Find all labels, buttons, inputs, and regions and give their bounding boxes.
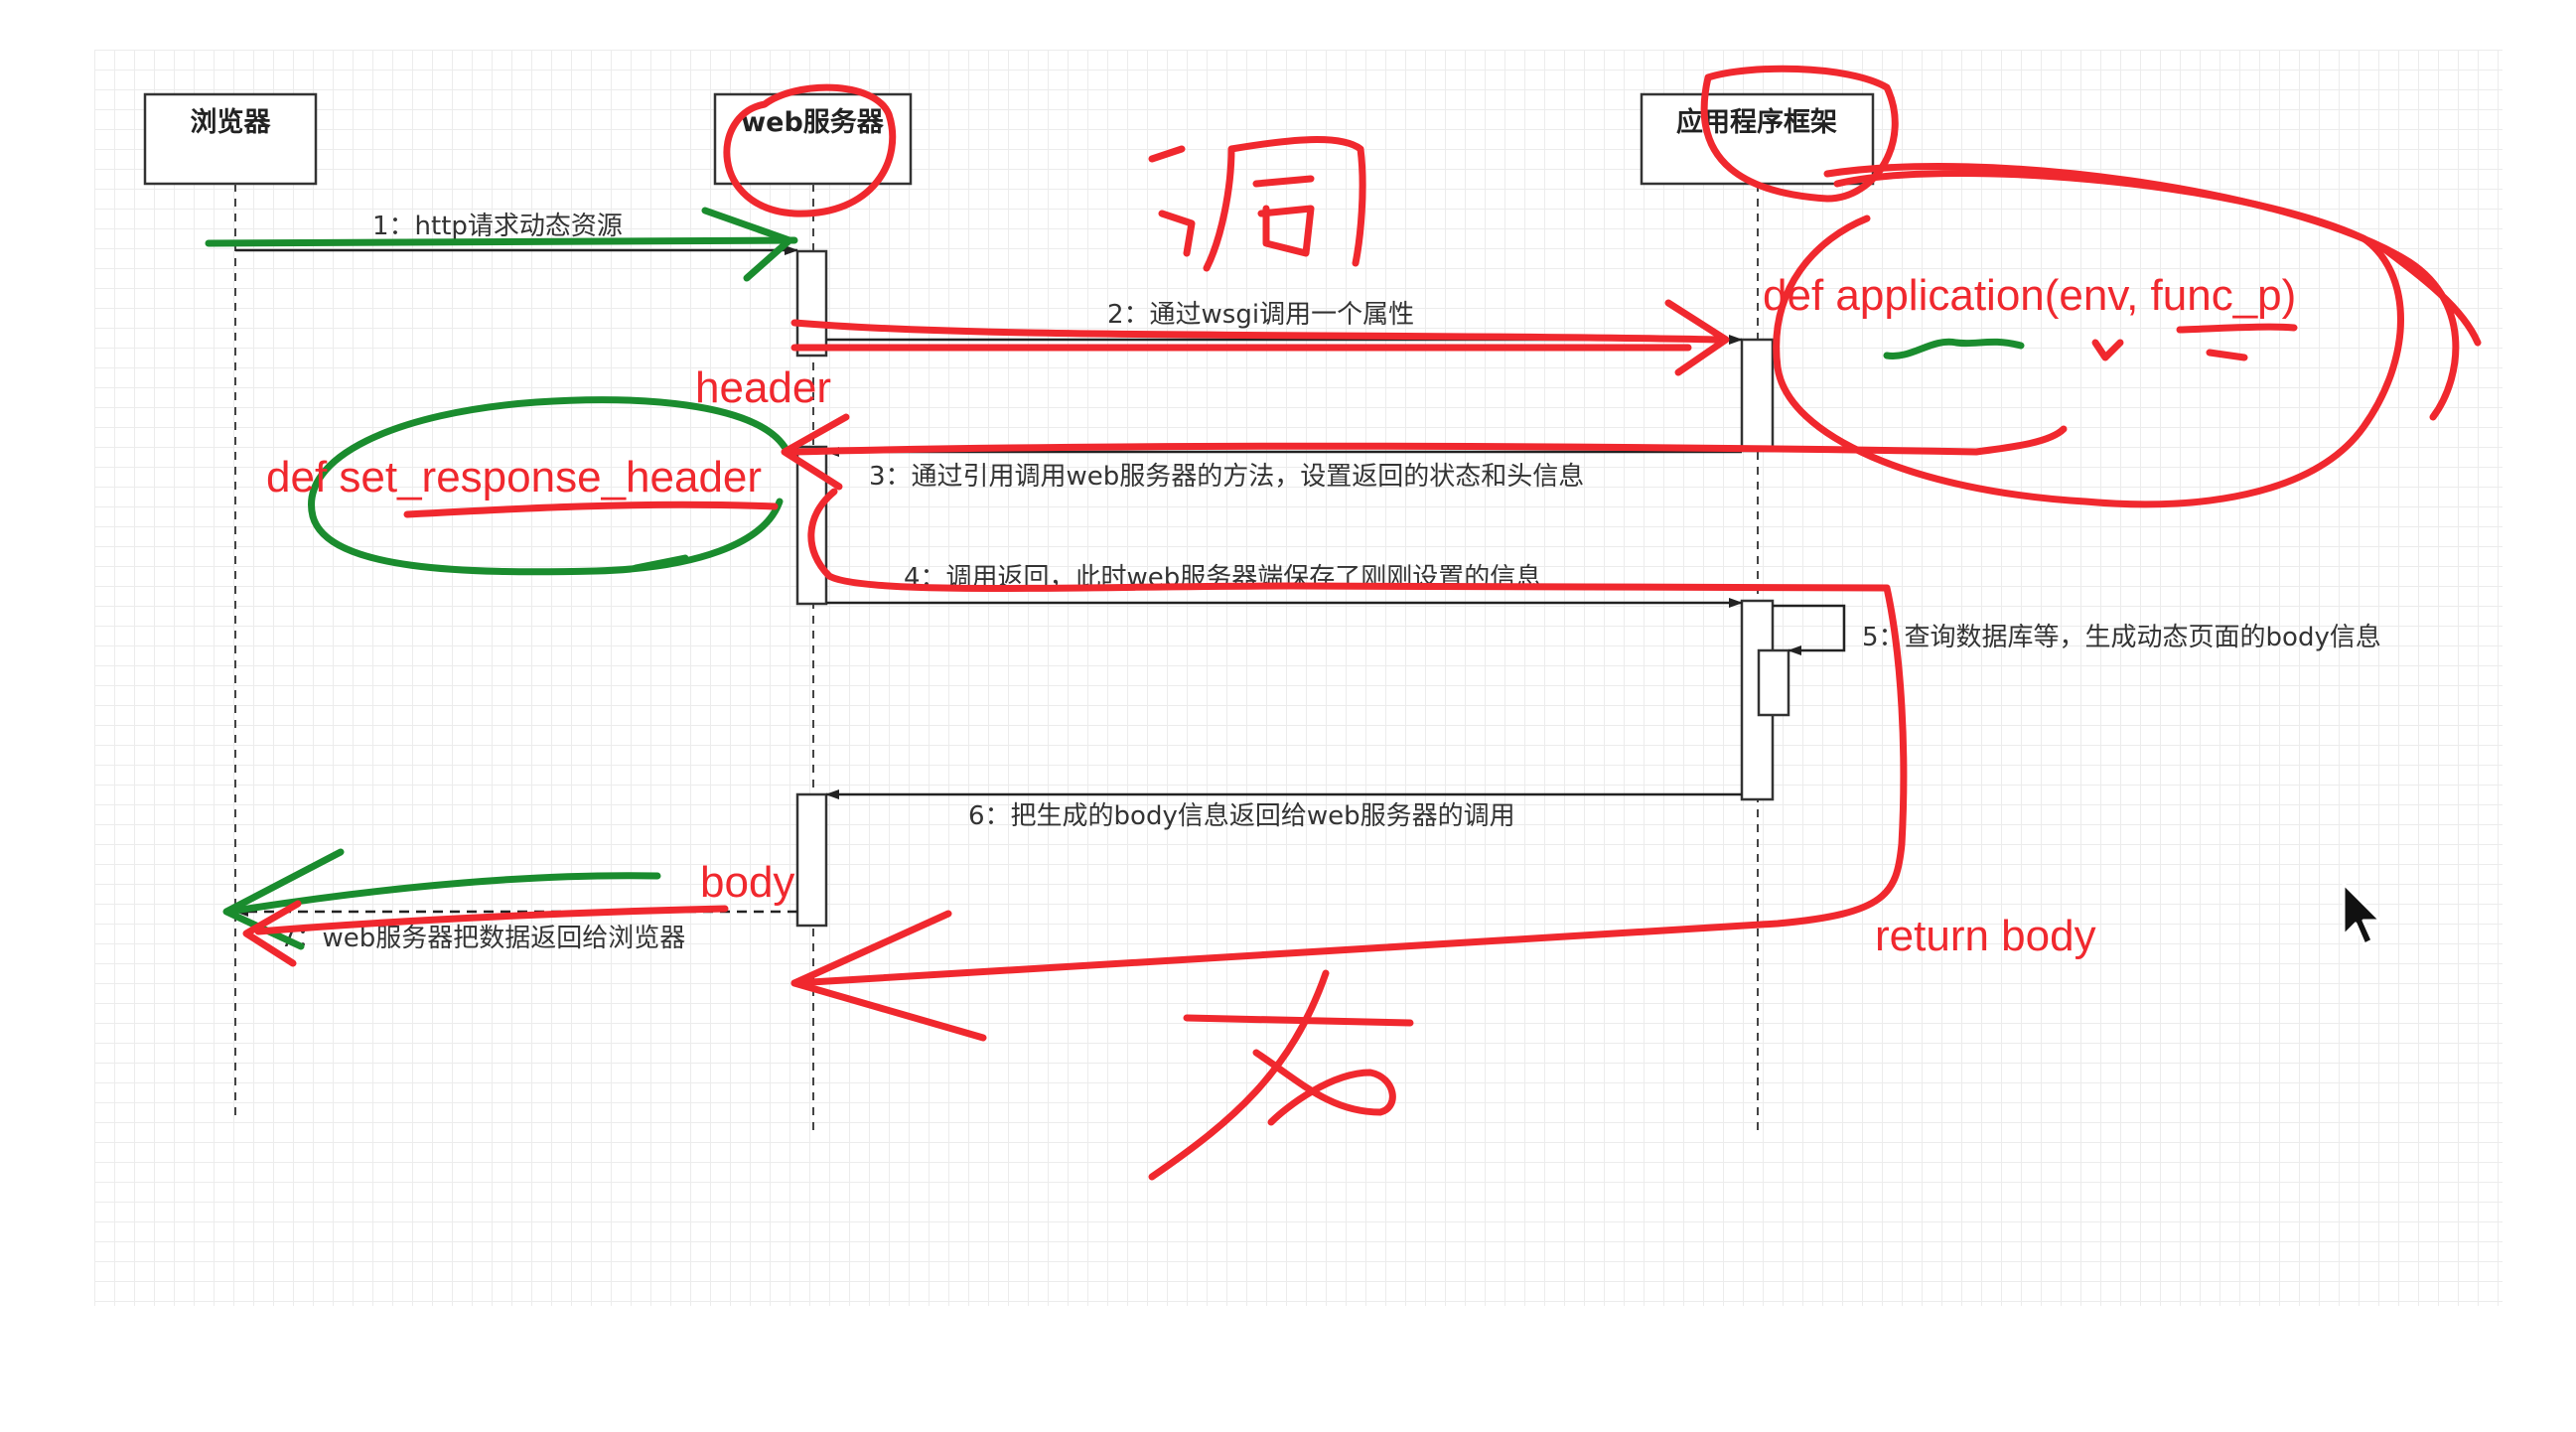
message-1: 1：http请求动态资源 xyxy=(235,212,798,255)
red-arrow-callback xyxy=(790,442,1980,456)
red-circle-application-outer xyxy=(1823,163,2482,421)
grid-background xyxy=(94,50,2503,1306)
green-arrow-request xyxy=(205,236,798,247)
mouse-pointer-icon xyxy=(2342,882,2382,946)
message-5-label: 5：查询数据库等，生成动态页面的body信息 xyxy=(1862,623,2381,652)
message-5: 5：查询数据库等，生成动态页面的body信息 xyxy=(1773,604,2381,655)
green-squiggle-env xyxy=(1883,338,2025,359)
participant-web-server: web服务器 xyxy=(713,92,913,186)
green-arrowhead-request xyxy=(701,207,793,282)
red-annotations xyxy=(242,65,2482,1181)
green-annotations xyxy=(205,207,2025,950)
green-arrow-response xyxy=(224,872,661,916)
red-arrowhead-call xyxy=(1664,299,1730,376)
red-handwritten-fan xyxy=(1148,969,1414,1181)
participant-browser-label: 浏览器 xyxy=(191,106,272,138)
green-circle-tail xyxy=(632,554,689,572)
message-3-label: 3：通过引用调用web服务器的方法，设置返回的状态和头信息 xyxy=(869,462,1584,492)
message-7-label: 7：web服务器把数据返回给浏览器 xyxy=(280,924,685,953)
green-arrowhead-response xyxy=(222,848,345,950)
message-6-label: 6：把生成的body信息返回给web服务器的调用 xyxy=(968,801,1515,831)
activation-web-server-3 xyxy=(795,792,828,928)
red-arrowhead-return xyxy=(790,910,987,1042)
participant-web-server-label: web服务器 xyxy=(741,107,885,138)
annotation-return-body: return body xyxy=(1875,912,2096,960)
message-1-label: 1：http请求动态资源 xyxy=(372,212,623,241)
red-circle-application-inner xyxy=(1773,169,2404,508)
annotation-def-application: def application(env, func_p) xyxy=(1763,271,2296,320)
red-arrow-to-browser xyxy=(254,905,729,935)
message-6: 6：把生成的body信息返回给web服务器的调用 xyxy=(825,789,1742,831)
red-underline-func-p xyxy=(2176,323,2298,361)
red-arrow-call xyxy=(790,319,1720,344)
red-arrowhead-callback xyxy=(781,413,850,491)
message-2-label: 2：通过wsgi调用一个属性 xyxy=(1107,300,1414,330)
annotation-header: header xyxy=(695,363,831,412)
red-handwritten-tiao xyxy=(1148,136,1366,272)
red-return-loop xyxy=(790,488,1908,987)
red-underline-set-response xyxy=(403,501,779,518)
message-3: 3：通过引用调用web服务器的方法，设置返回的状态和头信息 xyxy=(825,447,1742,492)
red-callback-tail xyxy=(1972,425,2068,456)
red-tick-mark xyxy=(2091,339,2124,361)
red-circle-web-server xyxy=(723,83,897,217)
activation-web-server-1 xyxy=(795,249,828,358)
annotation-body: body xyxy=(700,858,794,907)
participant-app-framework-label: 应用程序框架 xyxy=(1676,106,1837,138)
annotation-def-set-response-header: def set_response_header xyxy=(266,453,762,501)
activation-app-1 xyxy=(1740,338,1775,453)
activation-app-nested xyxy=(1757,648,1790,717)
red-arrowhead-to-browser xyxy=(242,900,302,967)
participant-browser: 浏览器 xyxy=(143,92,318,186)
